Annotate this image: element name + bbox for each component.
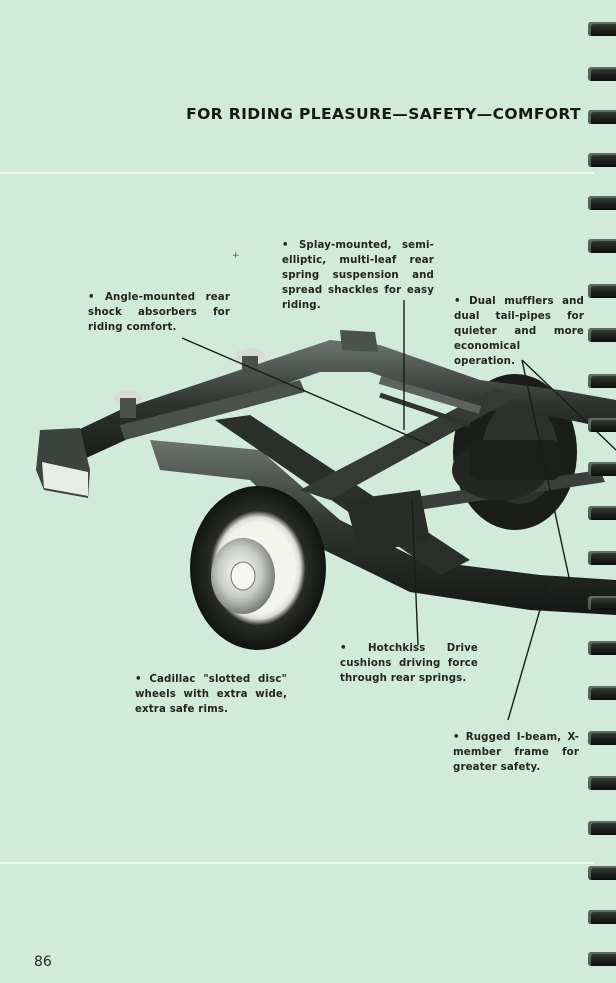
callout-i-beam-frame: • Rugged I-beam, X-member frame for grea…	[453, 732, 579, 773]
callout-shock-absorbers: • Angle-mounted rear shock absorbers for…	[88, 292, 230, 333]
top-divider	[0, 172, 594, 174]
rear-spring	[378, 376, 482, 414]
tick-mark: +	[232, 251, 240, 261]
page-number: 86	[34, 954, 52, 970]
callout-spring-suspension: • Splay-mounted, semi-elliptic, multi-le…	[282, 240, 434, 311]
right-frame-rail	[150, 440, 616, 615]
front-bumper-right	[340, 330, 378, 352]
bottom-divider	[0, 862, 594, 864]
callout-dual-mufflers: • Dual mufflers and dual tail-pipes for …	[454, 296, 584, 367]
callout-slotted-disc-wheels: • Cadillac "slotted disc" wheels with ex…	[135, 674, 287, 715]
transmission	[345, 490, 430, 555]
leader-lines	[181, 300, 616, 721]
spiral-binding	[584, 0, 616, 983]
page-title: FOR RIDING PLEASURE—SAFETY—COMFORT	[186, 105, 581, 123]
callout-hotchkiss-drive: • Hotchkiss Drive cushions driving force…	[340, 643, 478, 684]
